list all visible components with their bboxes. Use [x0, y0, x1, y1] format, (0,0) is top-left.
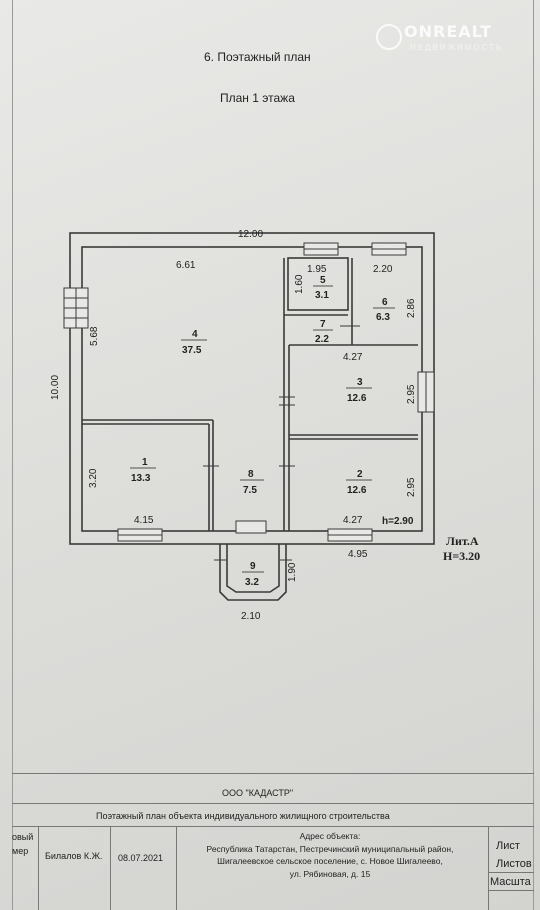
svg-text:3.1: 3.1	[315, 290, 329, 301]
svg-text:6.3: 6.3	[376, 312, 390, 323]
dim-room6-width: 2.20	[373, 264, 393, 275]
dim-room2-right: 2.95	[406, 477, 417, 497]
room-label-3: 3 12.6	[346, 377, 372, 404]
watermark-brand: ONREALT	[404, 22, 493, 41]
svg-text:37.5: 37.5	[182, 345, 202, 356]
dim-room5-width: 1.95	[307, 264, 327, 275]
watermark-sub: НЕДВИЖИМОСТЬ	[410, 43, 504, 52]
dim-overall-width: 12.00	[238, 229, 263, 240]
svg-text:12.6: 12.6	[347, 485, 367, 496]
frame-right-border	[533, 0, 534, 910]
dim-room3-right: 2.95	[406, 384, 417, 404]
dim-room2-bottom: 4.27	[343, 515, 363, 526]
svg-text:9: 9	[250, 561, 256, 572]
tb-scale: Масшта	[490, 876, 531, 888]
room-label-1: 1 13.3	[130, 457, 156, 484]
dim-porch-width: 2.10	[241, 611, 261, 622]
room-label-9: 9 3.2	[242, 561, 264, 588]
svg-text:7: 7	[320, 319, 326, 330]
svg-text:7.5: 7.5	[243, 485, 257, 496]
dim-room3-top: 4.27	[343, 352, 363, 363]
outer-wall-outer	[69, 232, 435, 545]
tb-vrule-1	[38, 826, 39, 910]
svg-text:3.2: 3.2	[245, 577, 259, 588]
tb-vrule-3	[176, 826, 177, 910]
porch-inner	[226, 544, 280, 593]
liter-label: Лит.А	[446, 534, 479, 548]
dim-room1-left: 3.20	[88, 468, 99, 488]
floor-plan-drawing: 12.00 10.00 6.61 5.68 1.95 1.60 2.20 2.8…	[50, 229, 480, 622]
tb-address: Адрес объекта: Республика Татарстан, Пес…	[190, 830, 470, 880]
tb-doc-title: Поэтажный план объекта индивидуального ж…	[96, 811, 390, 821]
dim-room6-height: 2.86	[406, 298, 417, 318]
room-label-4: 4 37.5	[181, 329, 207, 356]
svg-text:1: 1	[142, 457, 148, 468]
porch-outer	[219, 544, 287, 601]
tb-address-label: Адрес объекта:	[299, 831, 361, 841]
tb-author: Билалов К.Ж.	[45, 851, 103, 861]
tb-sheet: Лист	[496, 840, 520, 852]
tb-row-label-2: мер	[12, 846, 29, 856]
liter-height: H=3.20	[443, 549, 480, 563]
tb-row-label-1: овый	[12, 832, 34, 842]
tb-company: ООО "КАДАСТР"	[222, 788, 294, 798]
dim-room1-bottom: 4.15	[134, 515, 154, 526]
tb-rule-1	[12, 773, 534, 774]
tb-address-line-1: Республика Татарстан, Пестречинский муни…	[206, 843, 454, 854]
tb-sheets: Листов	[496, 858, 532, 870]
tb-rule-3	[12, 826, 534, 827]
svg-text:8: 8	[248, 469, 254, 480]
svg-text:6: 6	[382, 297, 388, 308]
watermark-logo-icon	[376, 24, 402, 50]
tb-address-line-2: Шигалеевское сельское поселение, с. Ново…	[217, 856, 443, 866]
svg-text:2.2: 2.2	[315, 334, 329, 345]
dim-room5-height: 1.60	[294, 274, 305, 294]
svg-text:4: 4	[192, 329, 198, 340]
room-label-5: 5 3.1	[313, 275, 333, 301]
tb-rule-4	[488, 872, 534, 873]
svg-text:13.3: 13.3	[131, 473, 151, 484]
dim-room4-left: 5.68	[89, 326, 100, 346]
tb-date: 08.07.2021	[118, 853, 164, 863]
tb-rule-5	[488, 890, 534, 891]
room5-walls	[287, 257, 349, 311]
frame-left-border	[12, 0, 13, 910]
dim-bottom-right: 4.95	[348, 549, 368, 560]
door-entrance	[235, 520, 267, 534]
tb-address-line-3: ул. Рябиновая, д. 15	[289, 868, 371, 879]
svg-text:12.6: 12.6	[347, 393, 367, 404]
plan-title: План 1 этажа	[220, 91, 295, 105]
dim-room4-top: 6.61	[176, 260, 196, 271]
dim-overall-height: 10.00	[50, 375, 61, 400]
section-title: 6. Поэтажный план	[204, 50, 311, 64]
tb-vrule-4	[488, 826, 489, 910]
room-label-2: 2 12.6	[346, 469, 372, 496]
dim-porch-height: 1.90	[287, 562, 298, 582]
svg-text:3: 3	[357, 377, 363, 388]
tb-rule-2	[12, 803, 534, 804]
room-label-7: 7 2.2	[313, 319, 333, 345]
room-label-8: 8 7.5	[240, 469, 264, 496]
room-label-6: 6 6.3	[373, 297, 395, 323]
svg-text:2: 2	[357, 469, 363, 480]
svg-text:5: 5	[320, 275, 326, 286]
room-height-label: h=2.90	[382, 516, 414, 527]
tb-vrule-2	[110, 826, 111, 910]
